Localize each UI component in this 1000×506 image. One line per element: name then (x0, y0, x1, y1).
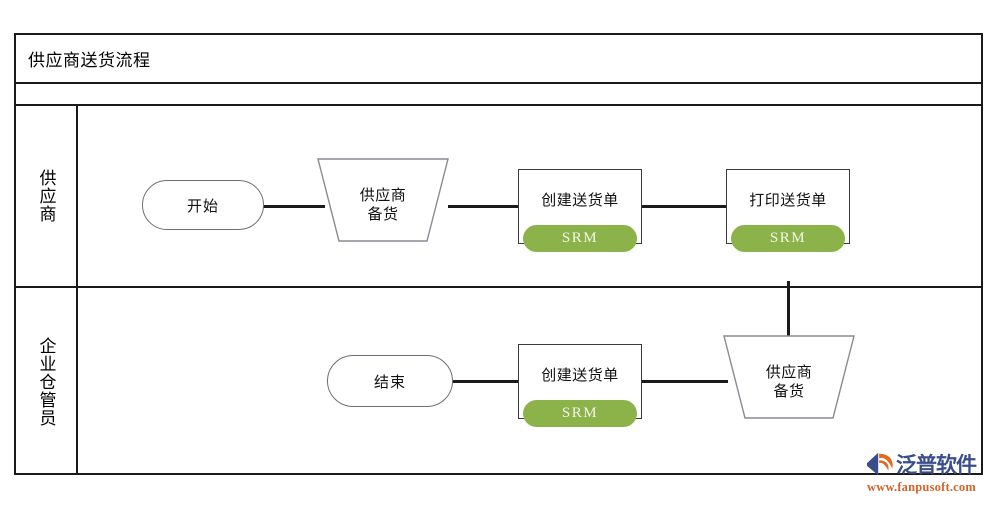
node-start[interactable]: 开始 (142, 180, 264, 230)
connector-create-to-print (640, 205, 728, 208)
node-print-delivery-note-label: 打印送货单 (749, 190, 827, 209)
connector-prepare-to-create-bottom (640, 380, 728, 383)
trapezoid-shape-icon (723, 335, 855, 419)
trap-line-2: 备货 (367, 205, 399, 223)
lane-body-warehouse: 结束 创建送货单 SRM 供应商 备货 (78, 288, 981, 475)
swimlane-supplier: 供应商 开始 供应商 备货 (16, 106, 981, 389)
swimlane-warehouse: 企业仓管员 结束 创建送货单 SRM (16, 288, 981, 475)
node-end[interactable]: 结束 (327, 355, 453, 407)
sidebar-item-label: 企业仓管员 (35, 336, 56, 427)
diagram-title-bar: 供应商送货流程 (16, 35, 981, 84)
connector-prepare-to-create (448, 205, 528, 208)
node-create-delivery-note-warehouse-label: 创建送货单 (541, 365, 619, 384)
connector-start-to-prepare (263, 205, 325, 208)
status-badge-srm: SRM (731, 225, 845, 252)
node-create-delivery-note-warehouse[interactable]: 创建送货单 SRM (518, 344, 642, 427)
lane-label-cell-supplier: 供应商 (16, 106, 78, 286)
header-strip (16, 84, 981, 106)
watermark-logo: 泛普软件 www.fanpusoft.com (866, 449, 998, 499)
sidebar-item-label: 供应商 (35, 169, 56, 223)
node-prepare-goods-supplier[interactable]: 供应商 备货 (317, 158, 449, 242)
trap-line-1: 供应商 (765, 362, 813, 381)
node-create-delivery-note-supplier-label: 创建送货单 (541, 190, 619, 209)
trap-line-2: 备货 (773, 382, 805, 400)
node-start-label: 开始 (186, 196, 219, 215)
node-prepare-goods-warehouse[interactable]: 供应商 备货 (723, 335, 855, 419)
diagram-title: 供应商送货流程 (28, 51, 151, 71)
status-badge-srm: SRM (523, 400, 637, 427)
lane-label-cell-warehouse: 企业仓管员 (16, 288, 78, 475)
fanpu-logo-icon (867, 452, 893, 476)
node-end-label: 结束 (373, 372, 406, 391)
node-prepare-goods-warehouse-label: 供应商 备货 (723, 335, 855, 419)
status-badge-srm: SRM (523, 225, 637, 252)
node-create-delivery-note-supplier[interactable]: 创建送货单 SRM (518, 169, 642, 252)
lane-body-supplier: 开始 供应商 备货 创建送货单 SRM (78, 106, 981, 389)
connector-from-print-into-lane (787, 288, 790, 336)
node-print-delivery-note[interactable]: 打印送货单 SRM (726, 169, 850, 252)
watermark-url-text: www.fanpusoft.com (867, 480, 976, 494)
node-prepare-goods-supplier-label: 供应商 备货 (317, 158, 449, 242)
swimlane-frame: 供应商送货流程 供应商 开始 (14, 33, 983, 475)
connector-create-to-end (452, 380, 520, 383)
trapezoid-shape-icon (317, 158, 449, 242)
trap-line-1: 供应商 (359, 185, 407, 204)
watermark-brand-text: 泛普软件 (896, 453, 977, 477)
watermark-brand-row: 泛普软件 (866, 449, 998, 479)
